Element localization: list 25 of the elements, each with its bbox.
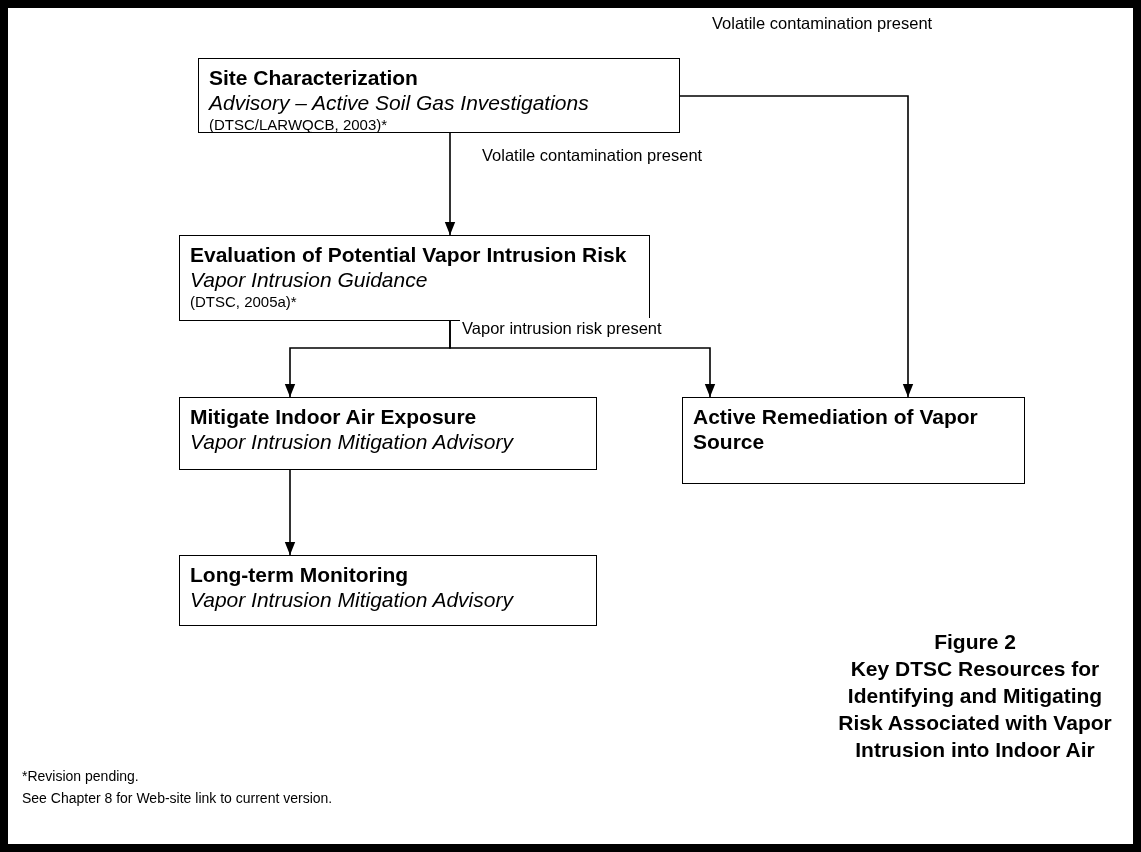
- footnote: *Revision pending.: [22, 767, 139, 785]
- arrow: [444, 132, 456, 236]
- process-box: [198, 58, 680, 133]
- resource-title: Advisory – Active Soil Gas Investigations: [209, 90, 590, 115]
- box-heading: Long-term Monitoring: [190, 562, 410, 587]
- edge-label: Vapor intrusion risk present: [460, 318, 664, 338]
- resource-title: Vapor Intrusion Guidance: [190, 267, 429, 292]
- figure-caption: Key DTSC Resources for Identifying and Mitigating Risk Associated with Vapor Intrusion into Indoor Air: [837, 656, 1113, 763]
- process-box: [179, 235, 650, 321]
- arrow: [284, 469, 296, 556]
- box-heading: Evaluation of Potential Vapor Intrusion Risk: [190, 242, 628, 267]
- process-box: [179, 397, 597, 470]
- citation: (DTSC, 2005a)*: [190, 292, 298, 312]
- arrow: [449, 320, 716, 398]
- figure-number: Figure 2: [933, 629, 1017, 655]
- box-heading: Active Remediation of Vapor Source: [693, 404, 979, 454]
- box-heading: Mitigate Indoor Air Exposure: [190, 404, 478, 429]
- process-box: [682, 397, 1025, 484]
- resource-title: Vapor Intrusion Mitigation Advisory: [190, 429, 515, 454]
- footnote: See Chapter 8 for Web-site link to current version.: [22, 789, 333, 807]
- process-box: [179, 555, 597, 626]
- citation: (DTSC/LARWQCB, 2003)*: [209, 115, 389, 135]
- resource-title: Vapor Intrusion Mitigation Advisory: [190, 587, 515, 612]
- arrow: [679, 95, 914, 398]
- box-heading: Site Characterization: [209, 65, 419, 90]
